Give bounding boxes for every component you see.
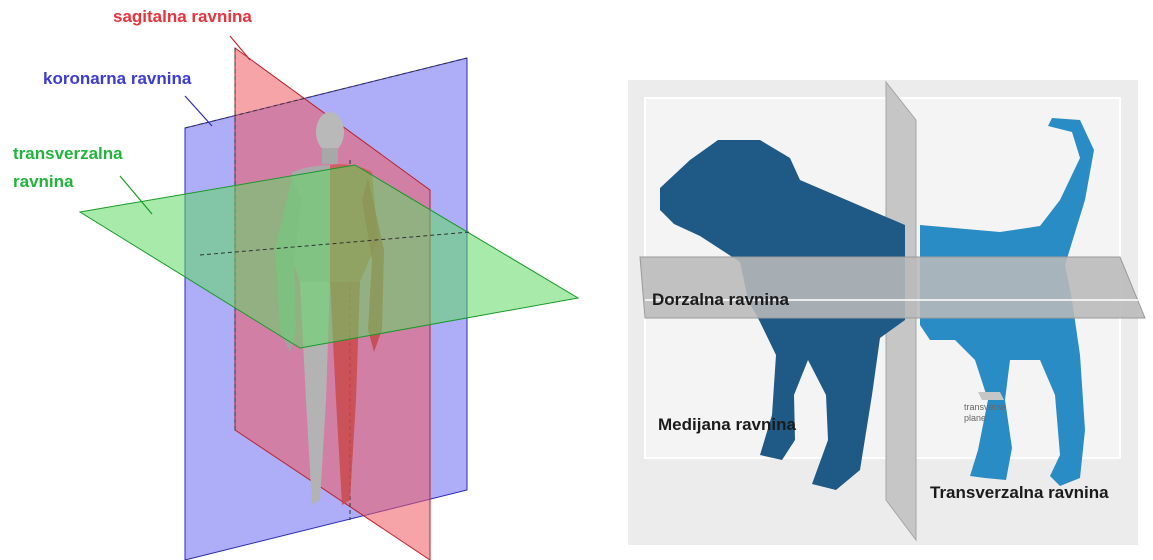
sagittal-plane-label: sagitalna ravnina (113, 7, 252, 27)
median-plane-label: Medijana ravnina (658, 415, 796, 435)
coronal-plane-label: koronarna ravnina (43, 69, 191, 89)
transverse-plane-label-line1: transverzalna (13, 144, 123, 164)
transverse-plane-small-label: transverse plane (964, 402, 1008, 424)
transverse-plane (80, 165, 578, 348)
transverse-plane-label-line2: ravnina (13, 172, 73, 192)
dog-planes-illustration (620, 70, 1153, 550)
dog-transverse-plane-marker (978, 392, 1004, 400)
dog-transverse-plane-label: Transverzalna ravnina (930, 483, 1109, 503)
dorsal-plane-label: Dorzalna ravnina (652, 290, 789, 310)
